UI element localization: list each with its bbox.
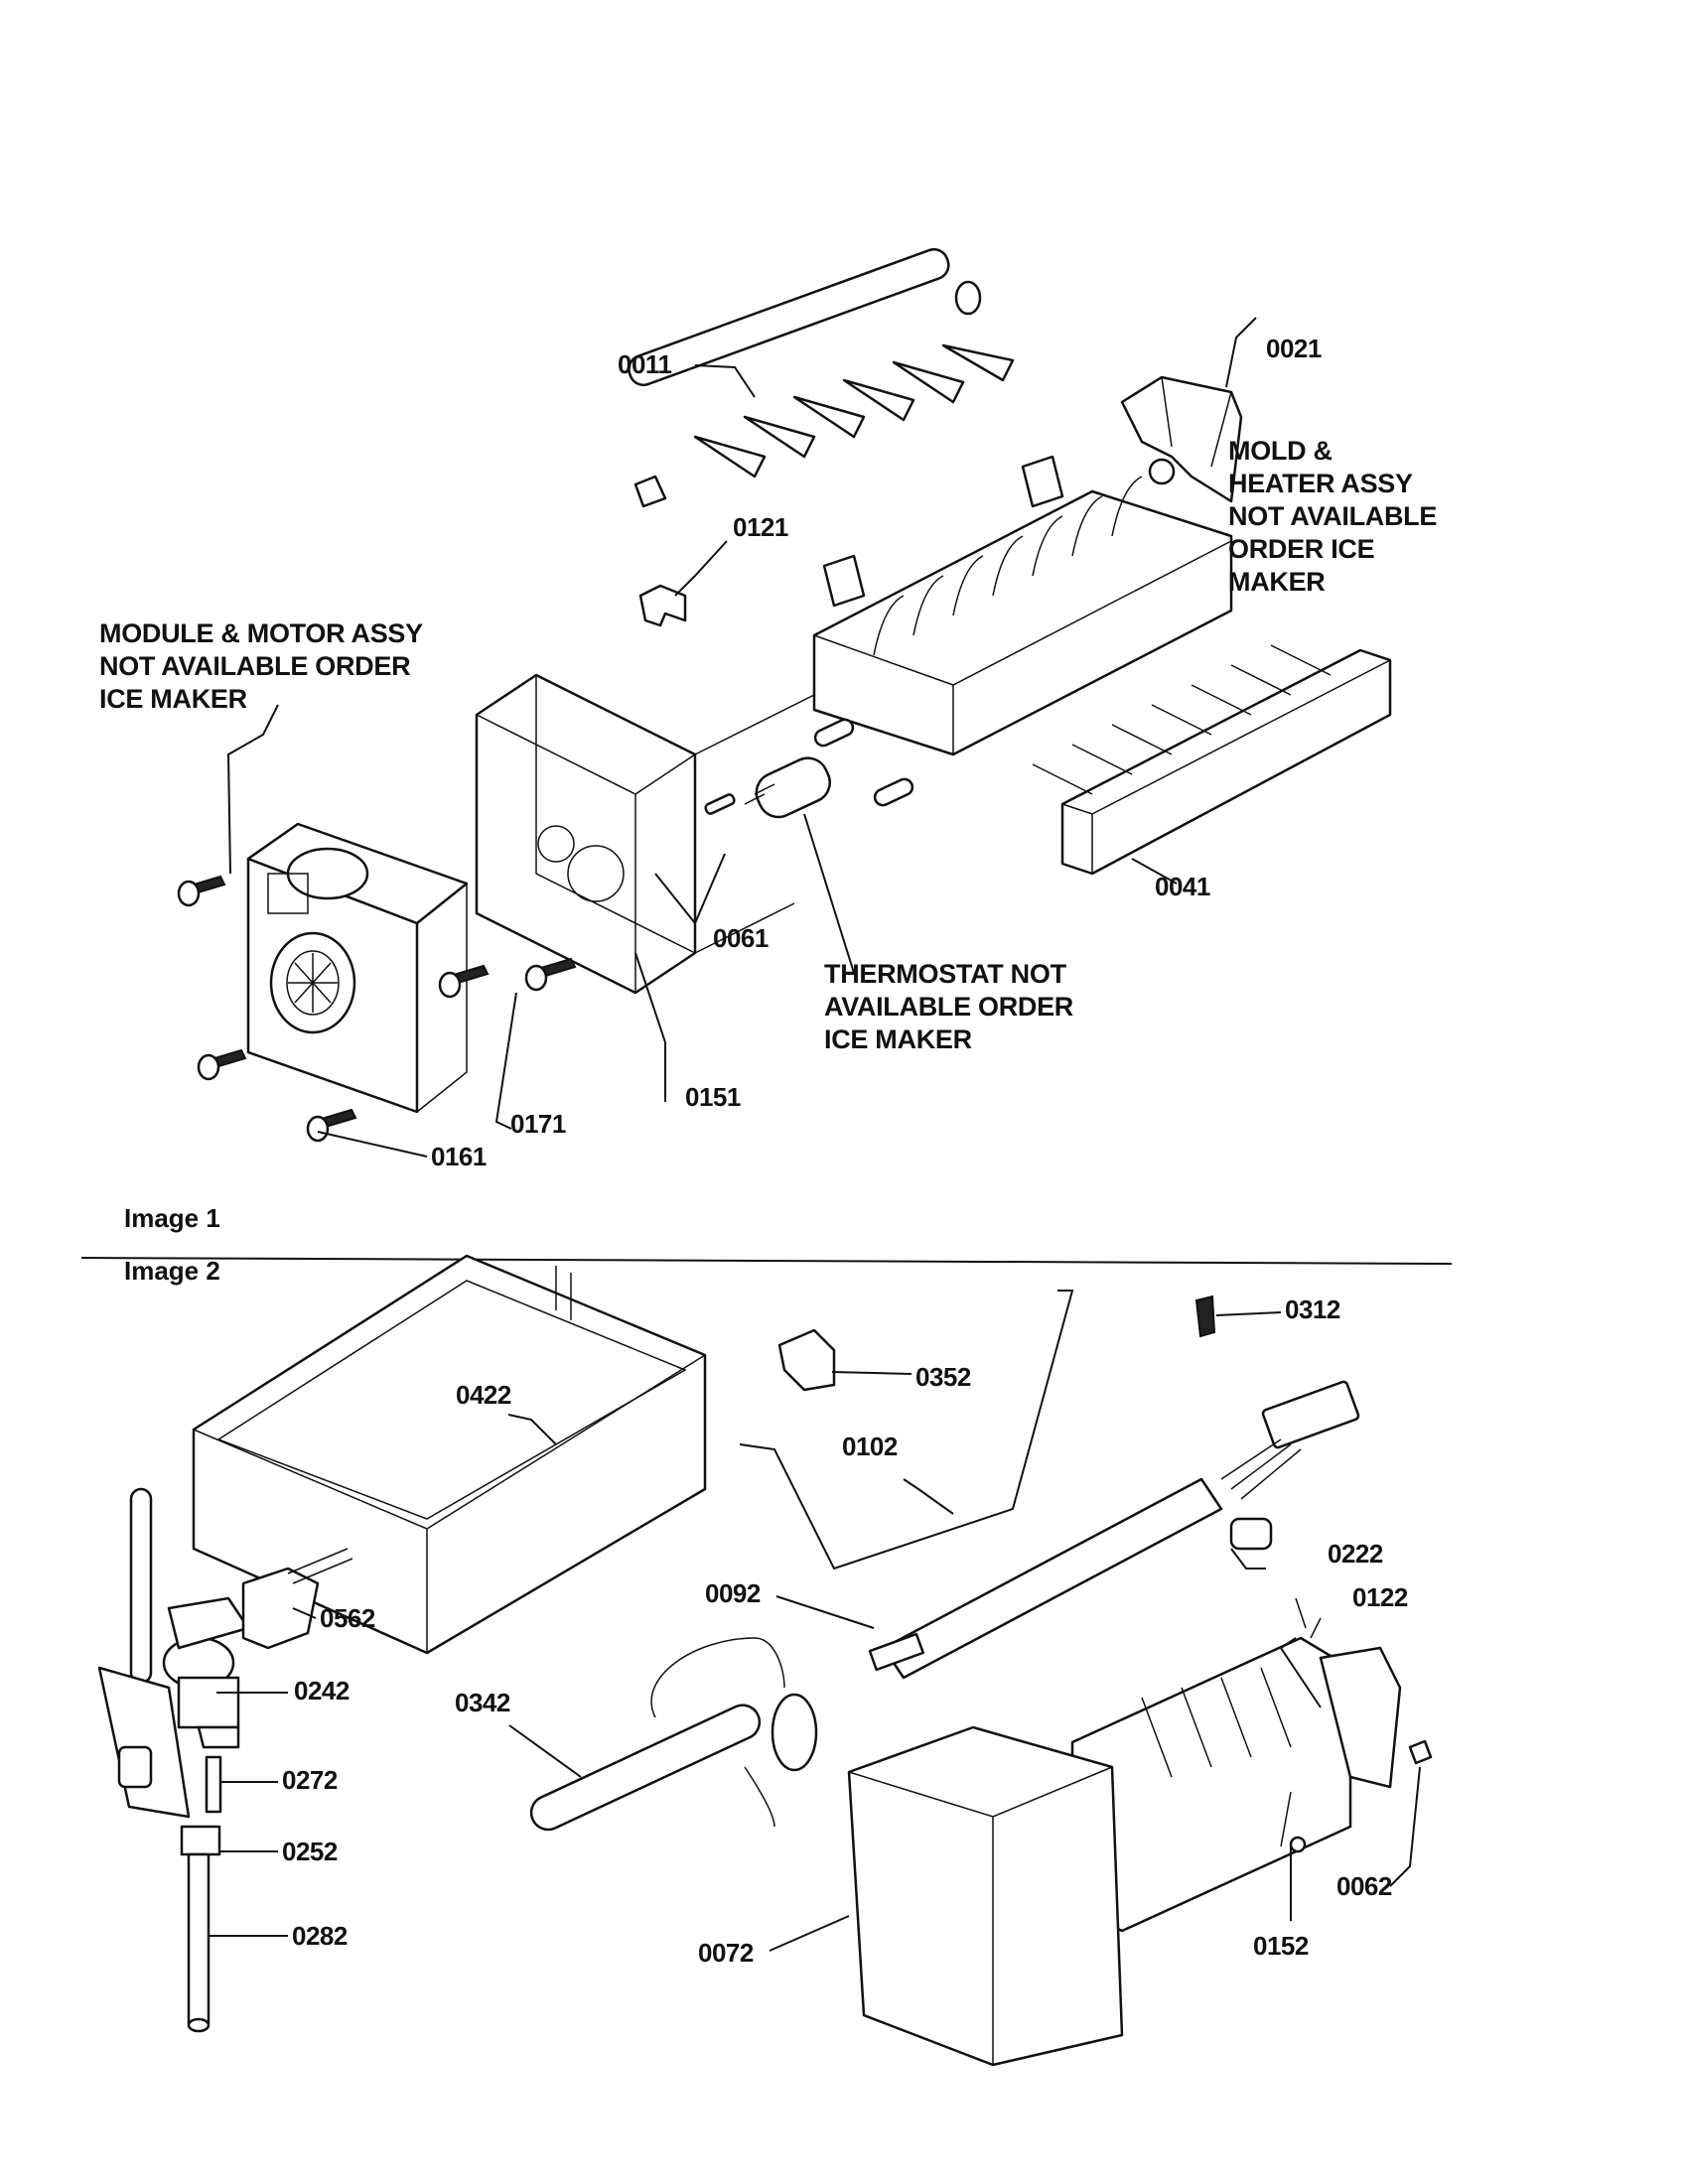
note-line: ICE MAKER: [99, 684, 247, 714]
screws-image1-drawing: [177, 875, 577, 1143]
fuse-0562-drawing: [241, 1548, 353, 1650]
stripper-0021-drawing: [1120, 375, 1243, 503]
pins-0061-drawing: [704, 718, 914, 815]
callout-0092: 0092: [705, 1578, 761, 1608]
callout-0171: 0171: [510, 1109, 566, 1139]
callout-0011: 0011: [618, 349, 672, 379]
leader-lines-image1: [226, 317, 1257, 1158]
callout-0121: 0121: [733, 512, 788, 542]
note-line: NOT AVAILABLE: [1228, 501, 1438, 531]
note-line: HEATER ASSY: [1228, 469, 1413, 498]
note-line: MOLD &: [1228, 436, 1333, 466]
note-line: MODULE & MOTOR ASSY: [99, 618, 423, 648]
screw-0312-drawing: [1194, 1295, 1216, 1338]
note-mold-heater-assy: MOLD & HEATER ASSY NOT AVAILABLE ORDER I…: [1228, 435, 1437, 599]
fill-tube-drawing: [529, 1637, 818, 1832]
stripper-0041-drawing: [1032, 644, 1392, 876]
note-line: THERMOSTAT NOT: [824, 959, 1066, 989]
callout-0312: 0312: [1285, 1295, 1340, 1324]
ice-maker-drawing: [847, 1517, 1433, 2067]
callout-0152: 0152: [1253, 1931, 1309, 1961]
note-module-motor-assy: MODULE & MOTOR ASSY NOT AVAILABLE ORDER …: [99, 617, 423, 716]
callout-0062: 0062: [1336, 1871, 1392, 1901]
callout-0222: 0222: [1328, 1539, 1383, 1569]
clip-0352-drawing: [777, 1328, 836, 1392]
callout-0352: 0352: [915, 1362, 971, 1392]
motor-module-drawing: [246, 822, 469, 1114]
callout-0282: 0282: [292, 1921, 348, 1951]
module-housing-drawing: [475, 673, 815, 995]
note-thermostat: THERMOSTAT NOT AVAILABLE ORDER ICE MAKER: [824, 958, 1073, 1056]
callout-0072: 0072: [698, 1938, 754, 1968]
callout-0272: 0272: [282, 1765, 338, 1795]
note-line: NOT AVAILABLE ORDER: [99, 651, 411, 681]
wire-harness-drawing: [739, 1290, 1360, 1680]
callout-0242: 0242: [294, 1676, 350, 1706]
section-divider: [80, 1257, 1453, 1265]
caption-image-1: Image 1: [124, 1203, 220, 1233]
note-line: MAKER: [1228, 567, 1326, 597]
note-line: ICE MAKER: [824, 1024, 972, 1054]
clip-0121-drawing: [638, 584, 687, 627]
mold-heater-drawing: [812, 455, 1233, 756]
ice-bin-drawing: [192, 1254, 707, 1655]
callout-0562: 0562: [320, 1603, 375, 1633]
ejector-shaft-drawing: [628, 247, 1015, 508]
thermostat-drawing: [744, 756, 831, 819]
callout-0252: 0252: [282, 1837, 338, 1866]
callout-0102: 0102: [842, 1432, 898, 1461]
callout-0122: 0122: [1352, 1582, 1408, 1612]
leader-lines-image2: [209, 1311, 1421, 1952]
note-line: ORDER ICE: [1228, 534, 1375, 564]
callout-0041: 0041: [1155, 872, 1210, 901]
water-valve-drawing: [97, 1487, 250, 2033]
callout-0061: 0061: [713, 923, 769, 953]
callout-0422: 0422: [456, 1380, 511, 1410]
callout-0342: 0342: [455, 1688, 510, 1717]
callout-0021: 0021: [1266, 334, 1322, 363]
callout-0151: 0151: [685, 1082, 741, 1112]
caption-image-2: Image 2: [124, 1256, 220, 1286]
note-line: AVAILABLE ORDER: [824, 992, 1073, 1022]
callout-0161: 0161: [431, 1142, 487, 1171]
